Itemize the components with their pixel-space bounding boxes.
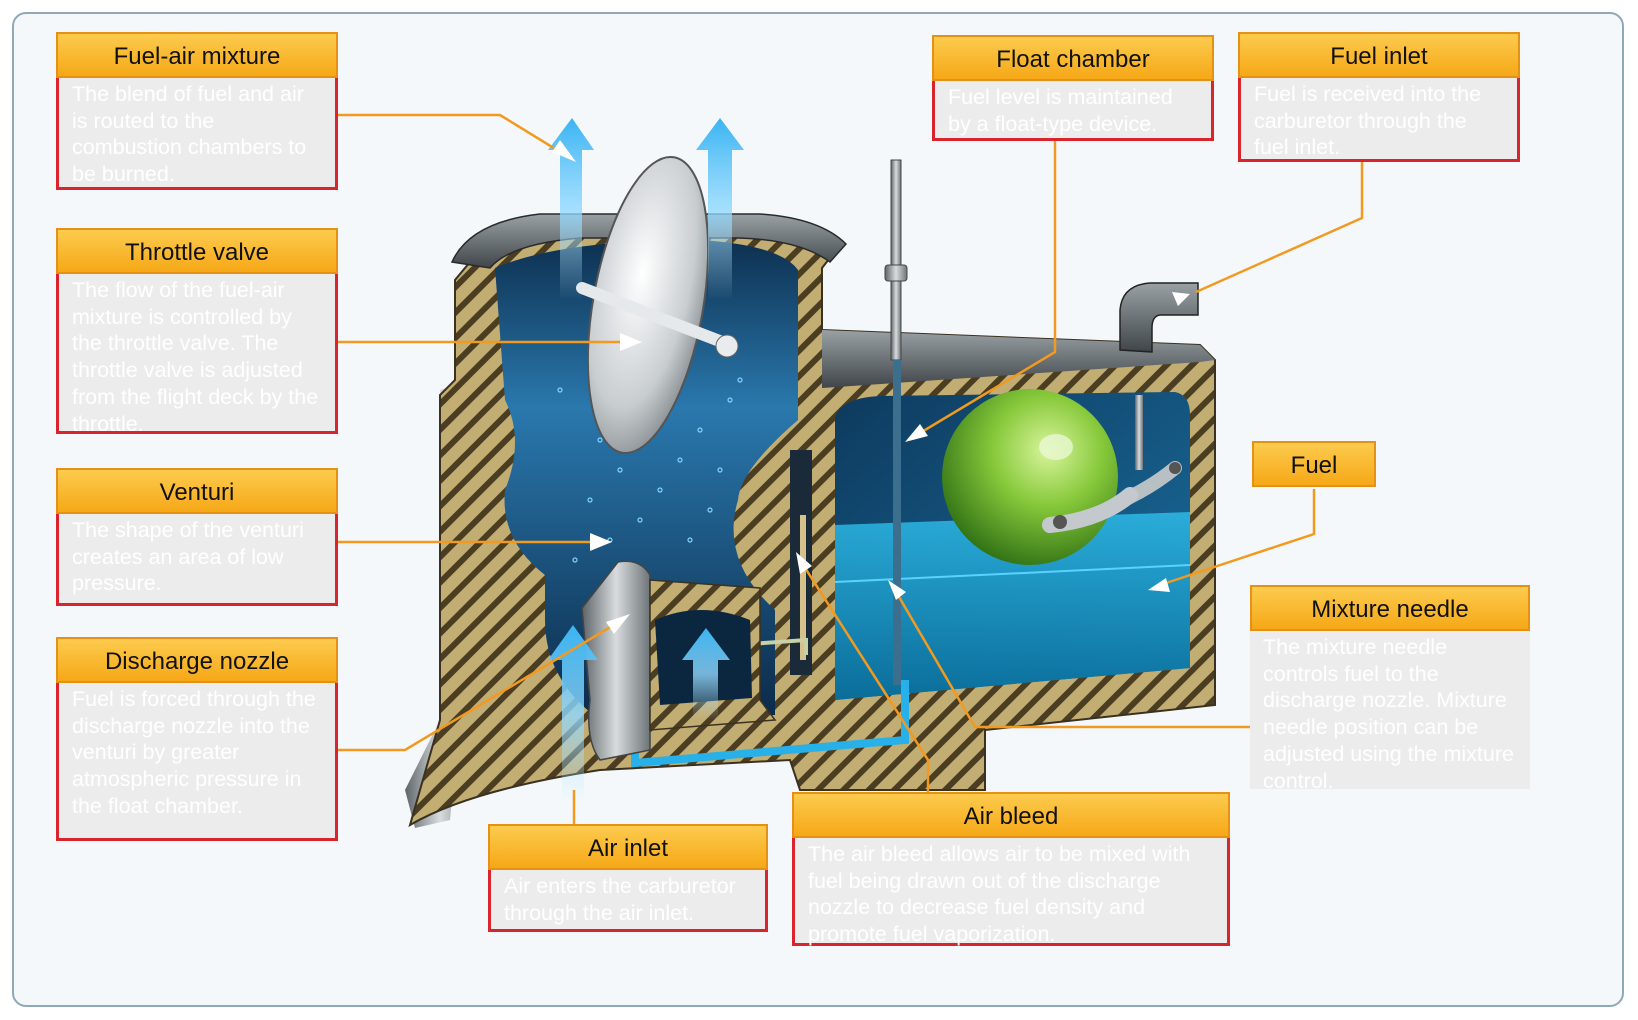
leader-air-bleed bbox=[798, 559, 930, 792]
leader-fuel bbox=[1159, 489, 1316, 587]
callout-fuel-air-mixture: Fuel-air mixture The blend of fuel and a… bbox=[56, 32, 338, 190]
callout-venturi: Venturi The shape of the venturi creates… bbox=[56, 468, 338, 606]
callout-title: Discharge nozzle bbox=[56, 637, 338, 683]
callout-title: Air inlet bbox=[488, 824, 768, 870]
callout-text: Fuel is received into the carburetor thr… bbox=[1238, 78, 1520, 162]
callout-text: Fuel is forced through the discharge noz… bbox=[56, 683, 338, 841]
callout-text: The blend of fuel and air is routed to t… bbox=[56, 78, 338, 190]
callout-text: Fuel level is maintained by a float-type… bbox=[932, 81, 1214, 141]
callout-title: Venturi bbox=[56, 468, 338, 514]
airflow-arrows bbox=[548, 118, 744, 805]
leader-discharge-nozzle bbox=[338, 618, 623, 752]
callout-title: Fuel-air mixture bbox=[56, 32, 338, 78]
callout-float-chamber: Float chamber Fuel level is maintained b… bbox=[932, 35, 1214, 141]
callout-text: The flow of the fuel-air mixture is cont… bbox=[56, 274, 338, 436]
float-assembly bbox=[942, 389, 1182, 565]
callout-title: Mixture needle bbox=[1250, 585, 1530, 631]
callout-text: The mixture needle controls fuel to the … bbox=[1250, 631, 1530, 793]
leader-fuel-air-mixture bbox=[338, 113, 571, 160]
fuel-volume bbox=[835, 512, 1190, 700]
fuel-inlet-elbow bbox=[1119, 282, 1199, 353]
callout-air-bleed: Air bleed The air bleed allows air to be… bbox=[792, 792, 1230, 946]
throat-top-rim bbox=[450, 213, 848, 269]
callout-mixture-needle: Mixture needle The mixture needle contro… bbox=[1250, 585, 1530, 793]
mixture-needle-rod bbox=[884, 159, 908, 685]
leader-lines bbox=[338, 113, 1364, 824]
callout-fuel: Fuel bbox=[1252, 441, 1376, 487]
callout-throttle-valve: Throttle valve The flow of the fuel-air … bbox=[56, 228, 338, 436]
float-chamber-top bbox=[822, 330, 1215, 388]
callout-text: The shape of the venturi creates an area… bbox=[56, 514, 338, 606]
fuel-droplets bbox=[557, 377, 743, 563]
callout-title: Fuel bbox=[1252, 441, 1376, 487]
leader-float-chamber bbox=[914, 140, 1057, 438]
callout-title: Throttle valve bbox=[56, 228, 338, 274]
callout-text: The air bleed allows air to be mixed wit… bbox=[792, 838, 1230, 946]
throttle-valve-assembly bbox=[576, 155, 739, 455]
discharge-nozzle bbox=[581, 560, 651, 761]
callout-title: Fuel inlet bbox=[1238, 32, 1520, 78]
pointer-arrowheads bbox=[552, 140, 1190, 634]
callout-discharge-nozzle: Discharge nozzle Fuel is forced through … bbox=[56, 637, 338, 841]
leader-mixture-needle bbox=[893, 589, 1250, 729]
callout-title: Float chamber bbox=[932, 35, 1214, 81]
callout-title: Air bleed bbox=[792, 792, 1230, 838]
callout-air-inlet: Air inlet Air enters the carburetor thro… bbox=[488, 824, 768, 932]
callout-fuel-inlet: Fuel inlet Fuel is received into the car… bbox=[1238, 32, 1520, 162]
leader-fuel-inlet bbox=[1195, 160, 1364, 294]
callout-text: Air enters the carburetor through the ai… bbox=[488, 870, 768, 932]
